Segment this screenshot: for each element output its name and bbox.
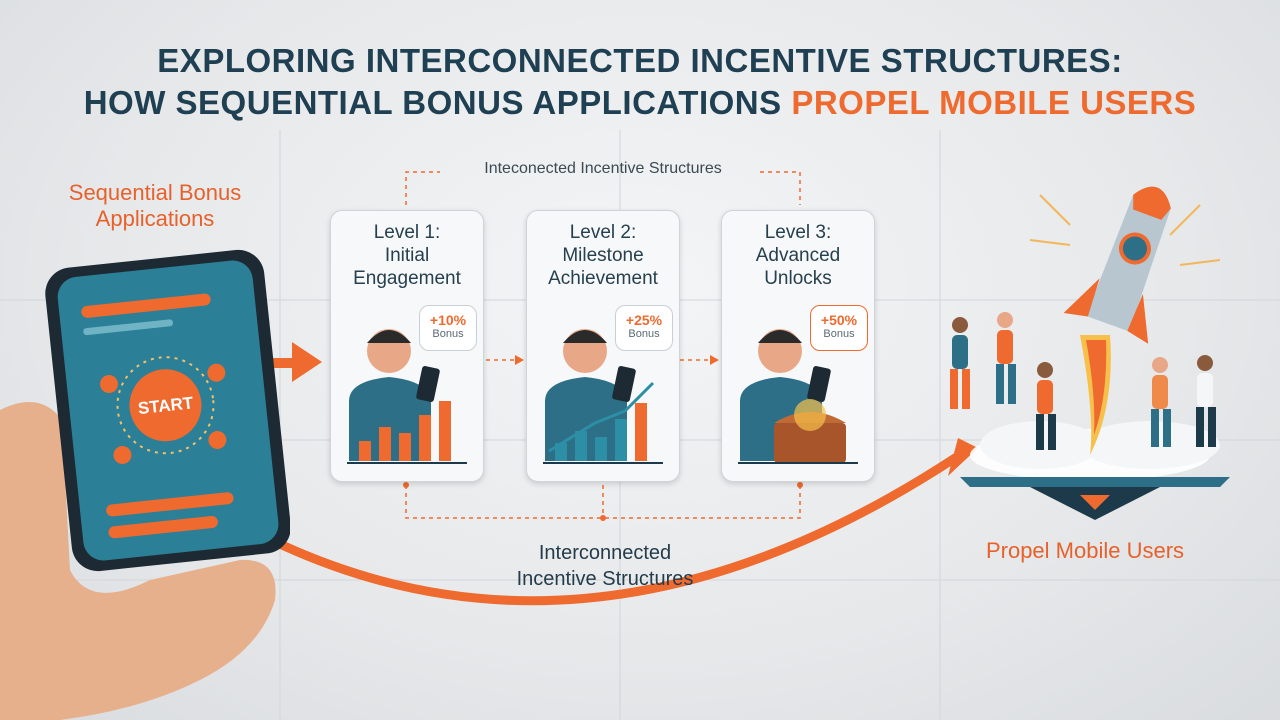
level-2-line1: Level 2: [569,222,637,243]
arrow-phone-to-level1 [245,342,322,382]
curved-arrow-head [948,438,978,476]
rocket-scene [950,186,1230,520]
level-2-bonus-value: +25% [625,312,663,328]
level-1-card: Level 1: Initial Engagement +10% Bonus [330,210,484,482]
propel-users-label: Propel Mobile Users [985,538,1185,563]
level-3-bonus-value: +50% [820,312,858,328]
person-growth-icon [543,329,663,464]
level-1-title: Level 1: Initial Engagement [331,221,483,290]
title-line-2: HOW SEQUENTIAL BONUS APPLICATIONS PROPEL… [0,84,1280,122]
top-caption: Inteconected Incentive Structures [484,160,722,177]
level-2-bonus-badge: +25% Bonus [615,305,673,351]
level-2-line2: Milestone [562,245,644,266]
celebrating-people-icon [950,312,1216,450]
connector-arrow-2 [710,355,719,365]
title-line-1: EXPLORING INTERCONNECTED INCENTIVE STRUC… [157,42,1123,79]
sequential-bonus-label: Sequential Bonus Applications [68,180,242,231]
title-line-2-main: HOW SEQUENTIAL BONUS APPLICATIONS [83,84,782,121]
phone-illustration: START [0,249,290,720]
curved-arrow-path [277,453,960,606]
level-2-bonus-label: Bonus [628,328,660,340]
treasure-chest-icon [774,423,846,463]
level-1-bonus-label: Bonus [432,328,464,340]
level-3-card: Level 3: Advanced Unlocks +50% Bonus [721,210,875,482]
level-3-line2: Advanced [755,245,841,266]
level-1-line1: Level 1: [373,222,441,243]
bottom-bracket [405,485,801,519]
person-treasure-icon [738,329,858,464]
person-headset-icon [347,329,467,464]
bottom-caption-line2: Incentive Structures [516,568,694,590]
hand-icon [0,402,276,720]
level-1-bonus-badge: +10% Bonus [419,305,477,351]
connector-arrow-1 [515,355,524,365]
platform [960,477,1230,487]
rocket-icon [1063,186,1171,344]
level-3-bonus-badge: +50% Bonus [810,305,868,351]
level-1-bonus-value: +10% [429,312,467,328]
level-3-bonus-label: Bonus [823,328,855,340]
level-2-card: Level 2: Milestone Achievement +25% Bonu… [526,210,680,482]
level-3-title: Level 3: Advanced Unlocks [722,221,874,290]
level-3-line3: Unlocks [764,268,832,289]
top-bracket-left [405,171,440,205]
title-line-2-accent: PROPEL MOBILE USERS [791,84,1197,121]
bottom-caption-line1: Interconnected [538,542,672,564]
level-1-line2: Initial [384,245,430,266]
level-3-line1: Level 3: [764,222,832,243]
start-button-circle [129,369,202,442]
bottom-caption: Interconnected Incentive Structures [460,540,750,592]
top-bracket-right [760,171,801,205]
level-1-line3: Engagement [353,268,461,289]
level-2-title: Level 2: Milestone Achievement [527,221,679,290]
level-2-line3: Achievement [548,268,658,289]
